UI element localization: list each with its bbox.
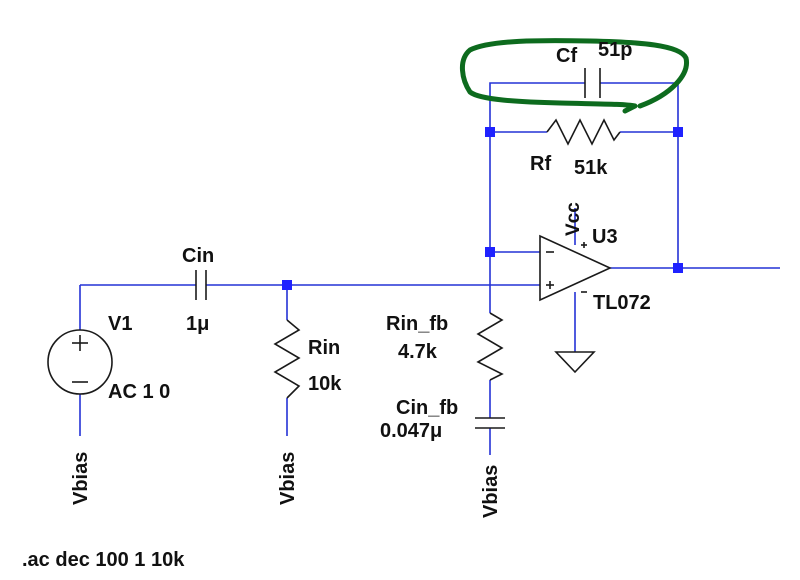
cin-value-label: 1μ <box>186 313 209 335</box>
capacitor-cf[interactable] <box>584 68 601 98</box>
rf-value-label: 51k <box>574 157 608 179</box>
junction-node <box>282 280 292 290</box>
junction-node <box>673 263 683 273</box>
junction-nodes <box>282 127 683 290</box>
resistor-rin[interactable] <box>273 319 301 399</box>
opamp-supply-label: Vcc <box>563 202 584 236</box>
opamp-u3[interactable] <box>539 234 612 302</box>
rf-name-label: Rf <box>530 153 551 175</box>
resistor-rf[interactable] <box>546 118 621 146</box>
net-label-vbias: Vbias <box>277 452 299 505</box>
cf-name-label: Cf <box>556 45 577 67</box>
junction-node <box>485 247 495 257</box>
spice-directive[interactable]: .ac dec 100 1 10k <box>22 549 185 571</box>
cin-fb-value-label: 0.047μ <box>380 420 442 442</box>
highlight-circle-mark <box>460 38 689 114</box>
net-label-vbias: Vbias <box>70 452 92 505</box>
junction-node <box>485 127 495 137</box>
wires <box>79 82 780 455</box>
v1-value-label: AC 1 0 <box>108 381 170 403</box>
resistor-rin-fb[interactable] <box>476 312 504 381</box>
capacitor-cin[interactable] <box>195 270 207 300</box>
cin-fb-name-label: Cin_fb <box>396 397 458 419</box>
v1-name-label: V1 <box>108 313 132 335</box>
opamp-model-label: TL072 <box>593 292 651 314</box>
cf-value-label: 51p <box>598 39 632 61</box>
cin-name-label: Cin <box>182 245 214 267</box>
rin-fb-name-label: Rin_fb <box>386 313 448 335</box>
rin-value-label: 10k <box>308 373 342 395</box>
junction-node <box>673 127 683 137</box>
voltage-source-v1[interactable] <box>47 329 113 395</box>
wire-cf-left <box>489 82 585 132</box>
net-label-vbias: Vbias <box>480 465 502 518</box>
ground-icon <box>554 351 596 374</box>
opamp-name-label: U3 <box>592 226 618 248</box>
rin-fb-value-label: 4.7k <box>398 341 438 363</box>
capacitor-cin-fb[interactable] <box>475 417 505 429</box>
rin-name-label: Rin <box>308 337 340 359</box>
